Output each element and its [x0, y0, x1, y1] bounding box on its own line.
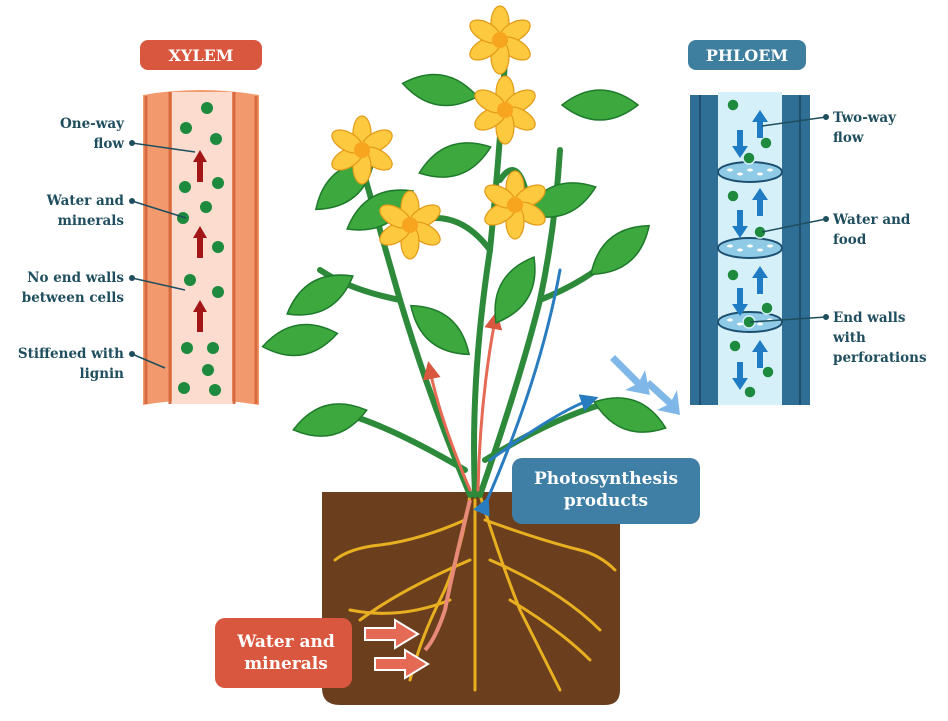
svg-text:food: food: [833, 232, 867, 248]
svg-text:perforations: perforations: [833, 350, 927, 366]
svg-text:Photosynthesis: Photosynthesis: [534, 469, 678, 489]
up-arrow-icon: [752, 188, 768, 216]
mineral-dot: [202, 364, 214, 376]
mineral-dot: [207, 342, 219, 354]
flower: [484, 170, 546, 240]
up-arrow-icon: [752, 340, 768, 368]
leaf: [292, 403, 368, 437]
food-dot: [753, 225, 767, 239]
down-arrow-icon: [732, 362, 748, 390]
food-dot: [726, 98, 740, 112]
flower: [474, 75, 536, 145]
up-arrow-icon: [193, 226, 207, 258]
up-arrow-icon: [193, 300, 207, 332]
food-dot: [743, 385, 757, 399]
xylem-label: One-way flow: [60, 116, 196, 153]
food-dot: [726, 268, 740, 282]
mineral-dot: [212, 286, 224, 298]
leaf: [401, 73, 479, 107]
phloem-arrows: [732, 110, 768, 390]
svg-text:End walls: End walls: [833, 310, 906, 326]
svg-text:with: with: [832, 330, 866, 346]
xylem-badge: [140, 40, 262, 70]
phloem-label: End walls with perforations: [749, 310, 927, 366]
leaf: [418, 142, 492, 178]
mineral-dot: [212, 241, 224, 253]
svg-text:minerals: minerals: [58, 213, 125, 229]
leaf: [593, 397, 667, 433]
svg-text:minerals: minerals: [244, 654, 328, 674]
food-dot: [759, 136, 773, 150]
svg-text:Water and: Water and: [832, 212, 911, 228]
water-input-arrows: [364, 618, 430, 680]
flower: [331, 115, 393, 185]
leaf: [589, 224, 651, 276]
leaf: [286, 274, 354, 316]
phloem-title: PHLOEM: [706, 46, 788, 65]
leaf: [494, 256, 536, 324]
down-arrow-icon: [732, 130, 748, 158]
mineral-dot: [180, 122, 192, 134]
plant: [261, 5, 680, 517]
xylem-label: Water and minerals: [46, 193, 187, 229]
svg-text:Stiffened with: Stiffened with: [18, 346, 124, 362]
leaf: [409, 304, 471, 356]
water-minerals-callout: Water and minerals: [215, 618, 430, 688]
sieve-plates: [717, 161, 783, 333]
mineral-dot: [179, 181, 191, 193]
mineral-dot: [209, 384, 221, 396]
svg-text:Two-way: Two-way: [833, 110, 897, 126]
phloem-particles: [726, 98, 775, 399]
xylem-title: XYLEM: [169, 46, 234, 65]
food-dot: [742, 151, 756, 165]
svg-text:Water and: Water and: [46, 193, 125, 209]
svg-text:One-way: One-way: [60, 116, 125, 132]
svg-text:flow: flow: [833, 130, 864, 146]
sieve-plate: [717, 237, 783, 259]
phloem-label: Water and food: [761, 212, 911, 248]
flower: [469, 5, 531, 75]
phloem-badge: [688, 40, 806, 70]
down-arrow-icon: [732, 210, 748, 238]
leaf: [560, 89, 640, 121]
mineral-dot: [178, 382, 190, 394]
xylem-label: No end walls between cells: [22, 270, 186, 306]
mineral-dot: [212, 177, 224, 189]
xylem-up-arrows: [193, 150, 207, 332]
svg-text:Water and: Water and: [236, 632, 335, 652]
svg-text:flow: flow: [94, 136, 125, 152]
mineral-dot: [177, 212, 189, 224]
up-arrow-icon: [752, 110, 768, 138]
up-arrow-icon: [752, 266, 768, 294]
mineral-dot: [181, 342, 193, 354]
xylem-label: Stiffened with lignin: [18, 346, 166, 382]
mineral-dot: [184, 274, 196, 286]
xylem-particles: [177, 102, 224, 396]
sieve-plate: [717, 161, 783, 183]
phloem-label: Two-way flow: [761, 110, 897, 146]
svg-text:products: products: [564, 491, 648, 511]
mineral-dot: [201, 102, 213, 114]
flower: [379, 190, 441, 260]
food-dot: [760, 301, 774, 315]
food-dot: [728, 339, 742, 353]
food-dot: [761, 365, 775, 379]
photosynthesis-callout: Photosynthesis products: [512, 458, 700, 524]
mineral-dot: [210, 133, 222, 145]
svg-text:No end walls: No end walls: [27, 270, 124, 286]
down-arrow-icon: [732, 288, 748, 316]
food-dot: [726, 189, 740, 203]
mineral-dot: [200, 201, 212, 213]
leaf: [261, 323, 339, 357]
sunlight-arrows: [610, 355, 680, 415]
svg-text:lignin: lignin: [80, 366, 125, 382]
up-arrow-icon: [193, 150, 207, 182]
svg-text:between cells: between cells: [22, 290, 125, 306]
soil: [322, 492, 620, 705]
